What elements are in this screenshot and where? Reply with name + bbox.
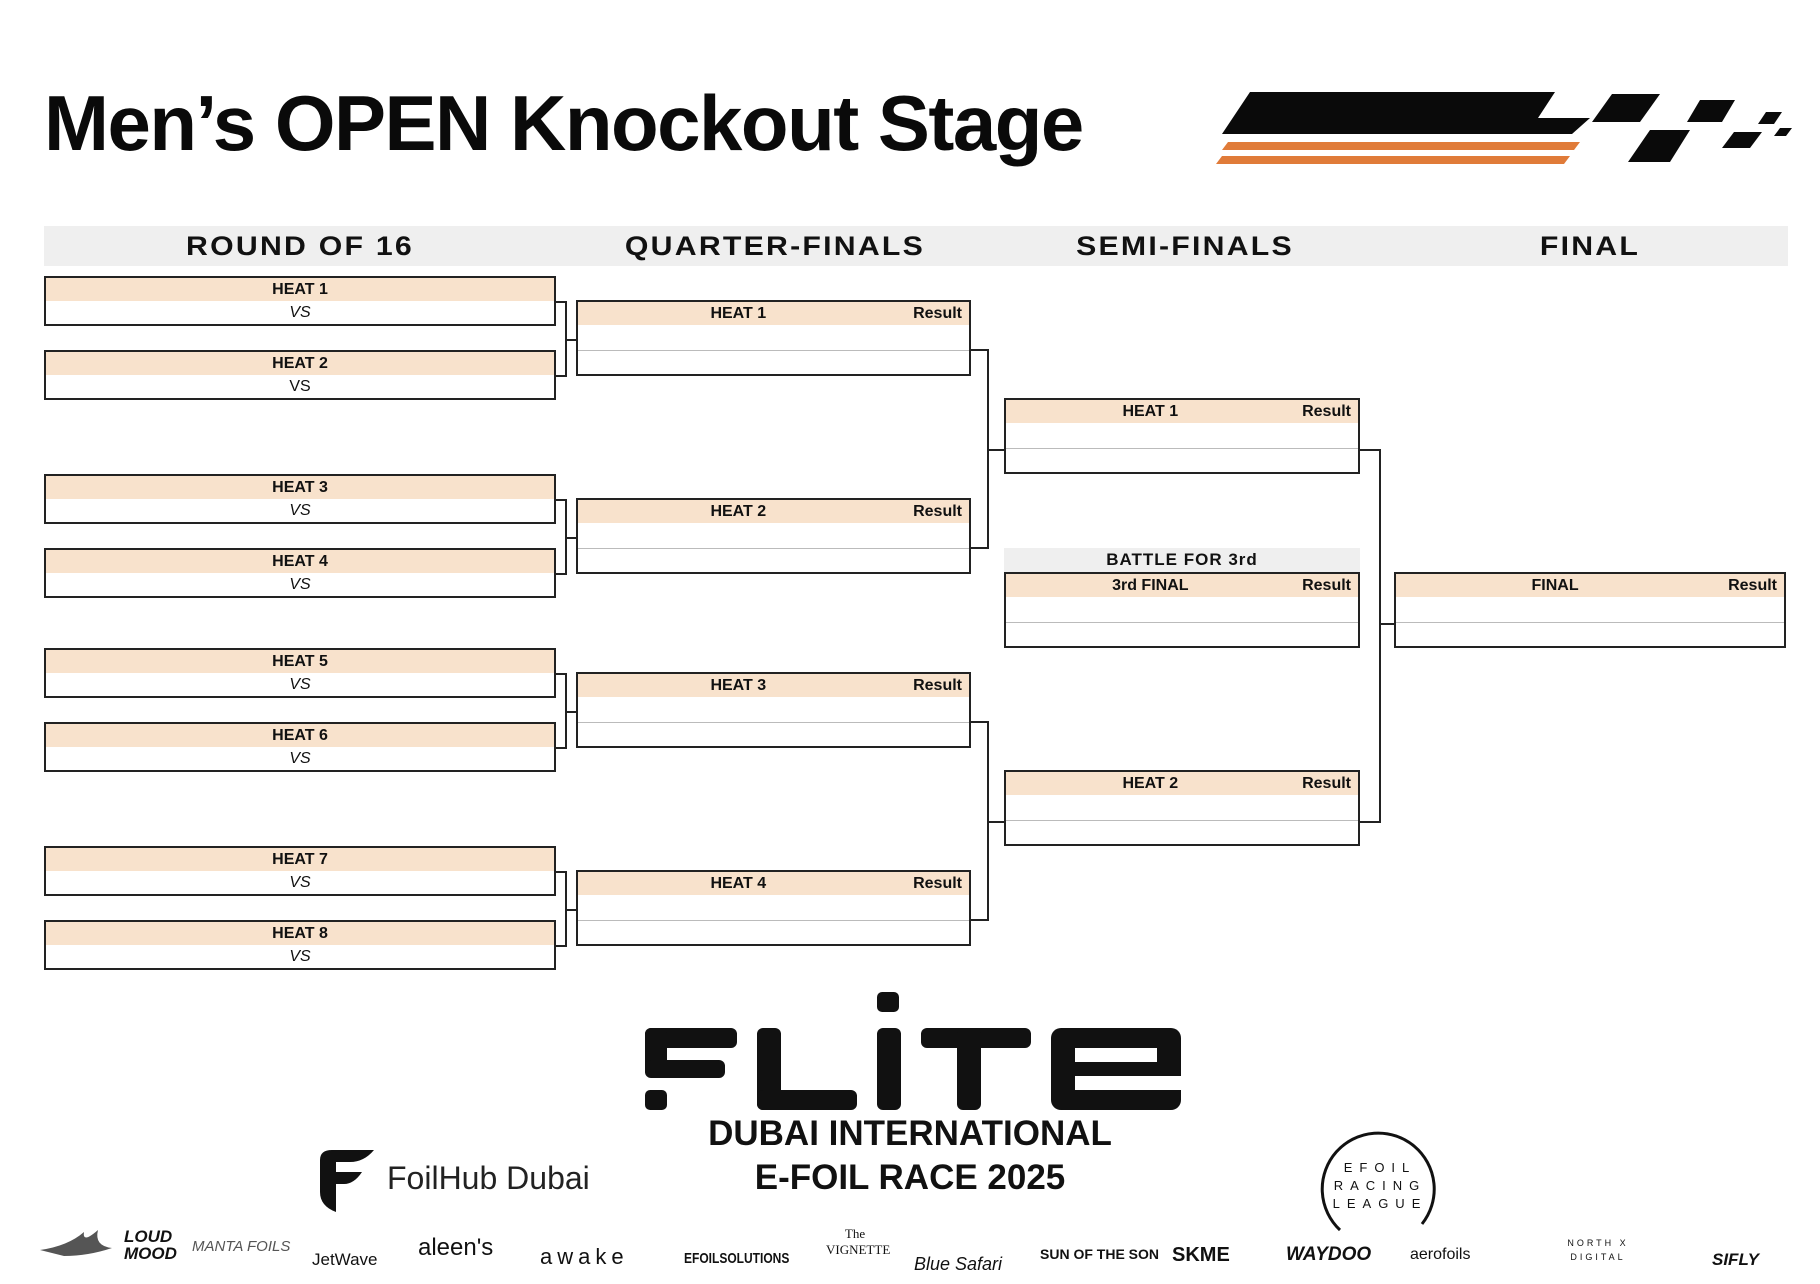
sponsor-manta-foils: MANTA FOILS <box>192 1238 291 1255</box>
sponsor-efoilsolutions: EFOILSOLUTIONS <box>684 1250 790 1267</box>
divider <box>578 548 969 549</box>
r16-heat-5[interactable]: HEAT 5 VS <box>44 648 556 698</box>
sponsor-waydoo: WAYDOO <box>1286 1244 1372 1265</box>
sf-heat-1[interactable]: HEAT 1 Result <box>1004 398 1360 474</box>
divider <box>1396 622 1784 623</box>
result-label: Result <box>1302 403 1351 420</box>
divider <box>1006 448 1358 449</box>
result-label: Result <box>913 305 962 322</box>
sponsor-awake: awake <box>540 1244 629 1269</box>
heat-label: FINAL <box>1531 577 1579 594</box>
heat-label: HEAT 8 <box>272 925 328 942</box>
divider <box>578 920 969 921</box>
heat-label: HEAT 2 <box>1122 775 1179 792</box>
qf-heat-2[interactable]: HEAT 2 Result <box>576 498 971 574</box>
qf-heat-3[interactable]: HEAT 3 Result <box>576 672 971 748</box>
sponsor-skme: SKME <box>1172 1244 1230 1266</box>
league-line-3: LEAGUE <box>1332 1196 1428 1211</box>
page-title: Men’s OPEN Knockout Stage <box>44 79 1084 167</box>
vs-label: VS <box>289 304 311 321</box>
round-label-final: FINAL <box>1539 231 1641 261</box>
divider <box>578 722 969 723</box>
event-title-line1: DUBAI INTERNATIONAL <box>708 1114 1112 1153</box>
heat-label: HEAT 4 <box>710 875 767 892</box>
divider <box>578 350 969 351</box>
sponsor-aleens: aleen's <box>418 1234 494 1261</box>
vs-label: VS <box>289 874 311 891</box>
sponsor-the-vignette: The VIGNETTE <box>826 1226 891 1257</box>
vs-label: VS <box>289 502 311 519</box>
r16-heat-3[interactable]: HEAT 3 VS <box>44 474 556 524</box>
qf-heat-4[interactable]: HEAT 4 Result <box>576 870 971 946</box>
r16-heat-7[interactable]: HEAT 7 VS <box>44 846 556 896</box>
heat-label: HEAT 7 <box>272 851 328 868</box>
result-label: Result <box>913 677 962 694</box>
elite-logo <box>645 992 1181 1110</box>
round-header-bar <box>44 226 1788 266</box>
racing-flag-logo <box>1216 92 1792 164</box>
heat-label: HEAT 1 <box>272 281 328 298</box>
r16-heat-1[interactable]: HEAT 1 VS <box>44 276 556 326</box>
heat-label: HEAT 2 <box>272 355 328 372</box>
r16-heat-4[interactable]: HEAT 4 VS <box>44 548 556 598</box>
foilhub-icon <box>320 1150 374 1212</box>
event-title-line2: E-FOIL RACE 2025 <box>754 1158 1066 1197</box>
heat-label: HEAT 4 <box>272 553 328 570</box>
divider <box>1006 622 1358 623</box>
third-place-final[interactable]: 3rd FINAL Result <box>1004 572 1360 648</box>
heat-label: HEAT 1 <box>710 305 767 322</box>
vs-label: VS <box>289 750 311 767</box>
round-label-qf: QUARTER-FINALS <box>624 231 926 261</box>
result-label: Result <box>1728 577 1777 594</box>
league-line-1: EFOIL <box>1343 1160 1417 1175</box>
sponsor-jetwave: JetWave <box>312 1250 378 1269</box>
bracket-connectors <box>556 301 1394 947</box>
sponsor-sifly: SIFLY <box>1712 1250 1759 1269</box>
sponsor-aerofoils: aerofoils <box>1410 1246 1471 1263</box>
r16-heat-2[interactable]: HEAT 2 VS <box>44 350 556 400</box>
final-heat[interactable]: FINAL Result <box>1394 572 1786 648</box>
vs-label: VS <box>289 378 311 395</box>
heat-label: HEAT 3 <box>710 677 767 694</box>
foilhub-label: FoilHub Dubai <box>387 1160 590 1196</box>
result-label: Result <box>1302 775 1351 792</box>
vs-label: VS <box>289 948 311 965</box>
sponsor-blue-safari: Blue Safari <box>914 1254 1003 1274</box>
heat-label: HEAT 6 <box>272 727 328 744</box>
heat-label: HEAT 1 <box>1122 403 1179 420</box>
battle-for-third-label: BATTLE FOR 3rd <box>1004 548 1360 572</box>
result-label: Result <box>913 503 962 520</box>
heat-label: 3rd FINAL <box>1112 577 1189 594</box>
r16-heat-6[interactable]: HEAT 6 VS <box>44 722 556 772</box>
heat-label: HEAT 5 <box>272 653 328 670</box>
qf-heat-1[interactable]: HEAT 1 Result <box>576 300 971 376</box>
result-label: Result <box>913 875 962 892</box>
sf-heat-2[interactable]: HEAT 2 Result <box>1004 770 1360 846</box>
sponsor-sun-of-the-son: SUN OF THE SON <box>1040 1246 1160 1262</box>
heat-label: HEAT 3 <box>272 479 328 496</box>
r16-heat-8[interactable]: HEAT 8 VS <box>44 920 556 970</box>
vs-label: VS <box>289 676 311 693</box>
result-label: Result <box>1302 577 1351 594</box>
sponsor-north-x-digital: NORTH X DIGITAL <box>1567 1238 1629 1262</box>
league-line-2: RACING <box>1333 1178 1427 1193</box>
bird-logo-icon <box>40 1230 112 1256</box>
league-ring-icon <box>1320 1131 1436 1232</box>
sponsor-loud-mood: LOUD MOOD <box>124 1227 177 1263</box>
round-label-r16: ROUND OF 16 <box>186 231 414 261</box>
divider <box>1006 820 1358 821</box>
round-label-sf: SEMI-FINALS <box>1076 231 1294 261</box>
heat-label: HEAT 2 <box>710 503 767 520</box>
vs-label: VS <box>289 576 311 593</box>
